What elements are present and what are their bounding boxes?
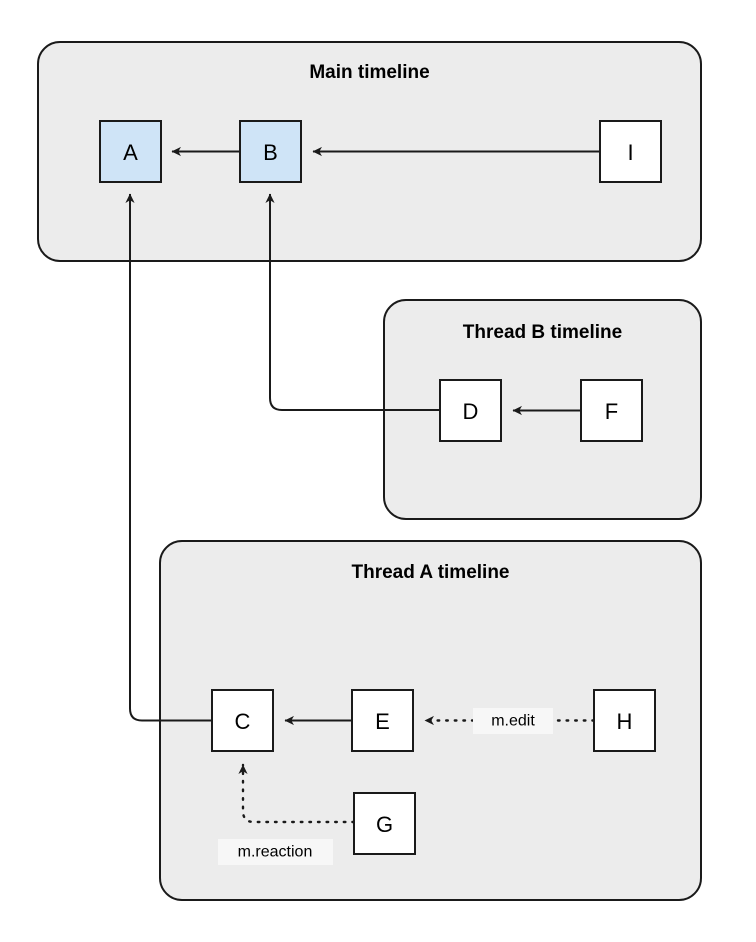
edge-label-m-edit-bg [473,708,553,734]
node-c-box[interactable] [211,689,274,752]
node-g-box[interactable] [353,792,416,855]
node-h-box[interactable] [593,689,656,752]
edge-label-m-edit: m.edit [473,708,553,734]
node-i-box[interactable] [599,120,662,183]
node-f[interactable]: F [580,379,643,442]
node-g-label: G [376,812,393,837]
node-d-label: D [463,399,479,424]
edge-c-to-a [125,193,212,722]
edge-label-m-edit-text: m.edit [491,713,535,730]
node-b[interactable]: B [239,120,302,183]
node-e[interactable]: E [351,689,414,752]
node-c-label: C [235,709,251,734]
node-b-label: B [263,140,278,165]
node-a[interactable]: A [99,120,162,183]
edge-d-to-b [265,193,440,411]
group-thread-b-timeline-title: Thread B timeline [463,322,622,343]
node-b-box[interactable] [239,120,302,183]
node-e-box[interactable] [351,689,414,752]
node-g[interactable]: G [353,792,416,855]
node-d[interactable]: D [439,379,502,442]
node-c[interactable]: C [211,689,274,752]
edge-label-m-reaction-bg [218,839,333,865]
group-thread-a-timeline-title: Thread A timeline [351,562,509,583]
group-main-timeline-title: Main timeline [309,62,429,83]
node-e-label: E [375,709,390,734]
edge-label-m-reaction-text: m.reaction [238,844,313,861]
node-a-label: A [123,140,138,165]
node-f-label: F [605,399,618,424]
node-h-label: H [617,709,633,734]
node-i[interactable]: I [599,120,662,183]
node-i-label: I [627,140,633,165]
node-d-box[interactable] [439,379,502,442]
node-h[interactable]: H [593,689,656,752]
node-a-box[interactable] [99,120,162,183]
edge-label-m-reaction: m.reaction [218,839,333,865]
node-f-box[interactable] [580,379,643,442]
